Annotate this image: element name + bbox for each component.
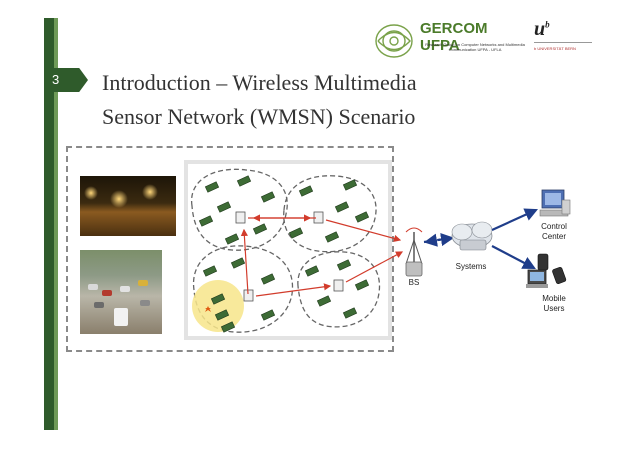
night-flood-photo (80, 176, 176, 236)
sensor-node (198, 215, 214, 227)
sensor-cluster-bottom-right (297, 251, 381, 328)
sensor-node (324, 231, 340, 243)
car-shape (94, 302, 104, 308)
sensor-node (342, 179, 358, 191)
gercom-emblem-icon (375, 24, 413, 58)
sensor-node (334, 201, 350, 213)
event-detection-area (192, 280, 244, 332)
mobile-users-devices-icon (526, 253, 567, 288)
slide-title: Introduction – Wireless Multimedia Senso… (102, 66, 532, 134)
bs-label: BS (408, 278, 420, 287)
hop-arrow (325, 219, 402, 242)
sensor-node (260, 191, 276, 203)
unibern-mark-u: u (534, 18, 546, 40)
systems-mobile-link (491, 245, 536, 270)
sensor-node (220, 321, 236, 333)
sensor-node (354, 279, 370, 291)
car-shape (114, 308, 128, 326)
sensor-node (216, 201, 232, 213)
car-shape (138, 280, 148, 286)
car-shape (102, 290, 112, 296)
hop-arrow (240, 228, 249, 295)
slide-number-badge: 3 (44, 68, 88, 92)
sensor-node (336, 259, 352, 271)
hop-arrow (345, 251, 404, 283)
left-accent-bar (44, 18, 54, 430)
bs-systems-link-back (423, 233, 451, 247)
hop-arrow (255, 283, 332, 297)
unibern-logo: ub b UNIVERSITÄT BERN (534, 18, 594, 64)
slide-title-line-1: Introduction – Wireless Multimedia (102, 70, 417, 95)
control-center-label-line-1: Control (541, 222, 567, 231)
gercom-name: GERCOM UFPA (420, 20, 488, 54)
street-light-glow (84, 186, 98, 200)
sensor-node (230, 257, 246, 269)
mobile-users-label: Mobile Users (532, 294, 576, 314)
unibern-mark-b: b (545, 19, 550, 30)
control-center-computer-icon (539, 189, 571, 217)
sensor-cluster-top-right (283, 175, 377, 253)
systems-label: Systems (455, 262, 487, 271)
sensor-node (210, 293, 226, 305)
systems-control-link (491, 208, 539, 232)
sensor-node (260, 309, 276, 321)
unibern-text: b UNIVERSITÄT BERN (534, 46, 576, 51)
unibern-divider (534, 42, 592, 43)
sensor-node (298, 185, 314, 197)
base-station-icon (405, 227, 423, 277)
gercom-subtitle: Research Group on Computer Networks and … (425, 42, 525, 52)
flooded-traffic-photo (80, 250, 162, 334)
sensor-node (354, 211, 370, 223)
left-accent-bar-light (54, 18, 58, 430)
sensor-node (224, 233, 240, 245)
systems-cloud-icon (451, 221, 493, 251)
street-light-glow (142, 184, 158, 200)
sensor-node (236, 175, 252, 187)
slide-title-line-2: Sensor Network (WMSN) Scenario (102, 104, 416, 129)
mobile-users-label-line-2: Users (543, 304, 565, 313)
unibern-mark: ub (534, 18, 550, 41)
event-star-icon (205, 306, 211, 312)
sensor-cluster-top-left (191, 168, 288, 251)
control-center-label: Control Center (534, 222, 574, 242)
sensor-node (288, 227, 304, 239)
sensor-node (204, 181, 220, 193)
cluster-head-node (333, 279, 344, 292)
sensor-node (316, 295, 332, 307)
car-shape (120, 286, 130, 292)
cluster-head-node (243, 289, 254, 302)
sensor-node (260, 273, 276, 285)
gercom-logo: GERCOM UFPA Research Group on Computer N… (370, 18, 530, 64)
sensor-node (214, 309, 230, 321)
sensor-node (252, 223, 268, 235)
sensor-node (342, 307, 358, 319)
scenario-dashed-frame (66, 146, 394, 352)
mobile-users-label-line-1: Mobile (542, 294, 566, 303)
street-light-glow (110, 190, 128, 208)
car-shape (88, 284, 98, 290)
sensor-node (202, 265, 218, 277)
control-center-label-line-2: Center (541, 232, 566, 241)
sensor-node (304, 265, 320, 277)
cluster-head-node (235, 211, 246, 224)
car-shape (140, 300, 150, 306)
